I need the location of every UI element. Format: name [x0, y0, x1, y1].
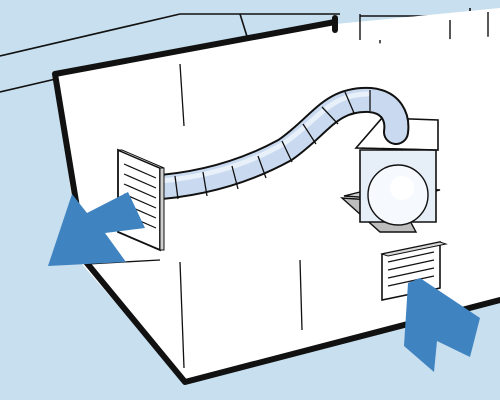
flexible-duct-icon — [135, 86, 410, 201]
arrow-up-left-icon — [404, 278, 480, 372]
ceiling-panel-outline — [52, 19, 500, 385]
panel-detail-lines — [87, 63, 303, 369]
arrow-down-left-icon — [48, 192, 145, 266]
